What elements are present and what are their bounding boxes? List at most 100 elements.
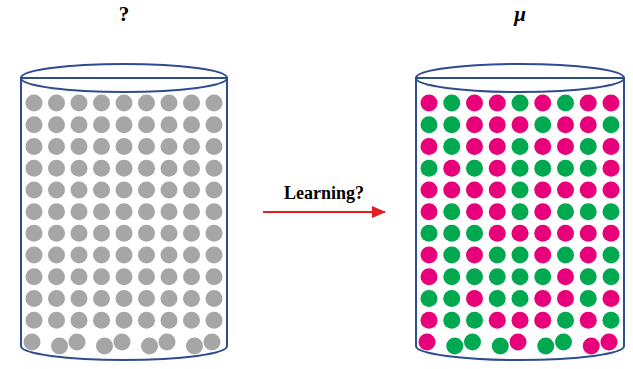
marble: [534, 247, 551, 264]
marble: [183, 160, 200, 177]
marble: [183, 203, 200, 220]
marble: [93, 290, 110, 307]
marble: [512, 138, 529, 155]
marble: [69, 334, 86, 351]
marble: [446, 338, 463, 355]
bin-heading: ?: [18, 2, 230, 27]
marble: [206, 268, 223, 285]
marble: [512, 95, 529, 112]
marble: [443, 290, 460, 307]
marble: [466, 160, 483, 177]
marble: [206, 290, 223, 307]
marble: [489, 225, 506, 242]
marble: [489, 95, 506, 112]
marble: [114, 334, 131, 351]
marble-bin: ?: [18, 0, 230, 366]
marble: [71, 203, 88, 220]
marble: [48, 247, 65, 264]
marble: [183, 225, 200, 242]
marble: [48, 160, 65, 177]
marble: [443, 181, 460, 198]
marble: [71, 312, 88, 329]
marble: [421, 247, 438, 264]
marble: [603, 312, 620, 329]
marble: [116, 116, 133, 133]
marble: [603, 160, 620, 177]
marble: [183, 312, 200, 329]
marble: [183, 290, 200, 307]
marble: [138, 247, 155, 264]
marble: [26, 268, 43, 285]
marble: [93, 312, 110, 329]
marble: [443, 247, 460, 264]
marble: [557, 138, 574, 155]
marble: [204, 334, 221, 351]
marble: [489, 160, 506, 177]
marble: [161, 181, 178, 198]
marble: [557, 203, 574, 220]
marble: [489, 181, 506, 198]
marble: [138, 312, 155, 329]
marble: [512, 268, 529, 285]
marble: [534, 116, 551, 133]
marble: [48, 181, 65, 198]
marble: [206, 181, 223, 198]
marble: [421, 116, 438, 133]
marble: [534, 312, 551, 329]
marble: [603, 138, 620, 155]
marble: [159, 334, 176, 351]
marble: [466, 225, 483, 242]
marble: [116, 160, 133, 177]
marble: [557, 268, 574, 285]
cylinder-rim: [21, 64, 227, 92]
marble: [603, 181, 620, 198]
marble: [557, 247, 574, 264]
marble: [580, 160, 597, 177]
marble: [71, 268, 88, 285]
marble: [421, 312, 438, 329]
marble: [534, 160, 551, 177]
marble: [603, 116, 620, 133]
marble: [26, 312, 43, 329]
marble: [138, 160, 155, 177]
marble: [93, 95, 110, 112]
marble: [26, 225, 43, 242]
marble: [161, 95, 178, 112]
marble: [183, 247, 200, 264]
marble: [512, 290, 529, 307]
marble: [421, 268, 438, 285]
marble: [466, 247, 483, 264]
marble: [138, 290, 155, 307]
marble: [466, 312, 483, 329]
marble: [183, 181, 200, 198]
marble: [93, 138, 110, 155]
marble: [206, 95, 223, 112]
marble: [466, 116, 483, 133]
marble: [206, 203, 223, 220]
marble: [512, 225, 529, 242]
cylinder-body: [21, 78, 227, 360]
marble: [161, 203, 178, 220]
marble: [489, 116, 506, 133]
marble: [206, 225, 223, 242]
marble: [116, 247, 133, 264]
marble: [71, 95, 88, 112]
marble: [26, 181, 43, 198]
marble: [26, 160, 43, 177]
marble: [26, 95, 43, 112]
marble: [512, 181, 529, 198]
marble: [603, 225, 620, 242]
marble: [116, 225, 133, 242]
marble: [93, 268, 110, 285]
marble: [116, 290, 133, 307]
marble: [93, 181, 110, 198]
cylinder-body: [416, 78, 624, 360]
marble: [71, 247, 88, 264]
marble: [443, 203, 460, 220]
marble: [93, 247, 110, 264]
marble: [206, 312, 223, 329]
marble: [583, 338, 600, 355]
marble-bin: μ: [413, 0, 627, 366]
marble: [138, 138, 155, 155]
